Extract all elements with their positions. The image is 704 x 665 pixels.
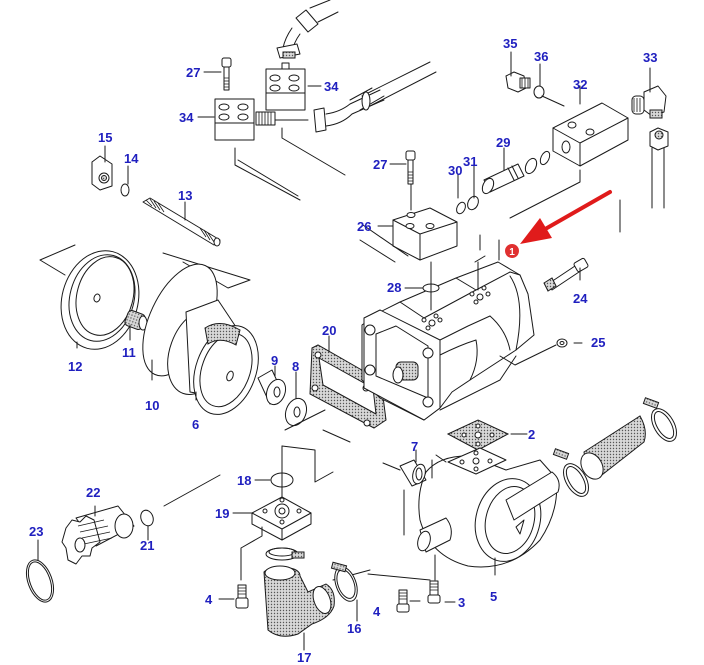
o-ring-36 xyxy=(533,85,545,99)
snap-ring-21 xyxy=(140,509,154,527)
label-part-10: 10 xyxy=(145,398,159,413)
label-part-16: 16 xyxy=(347,621,361,636)
label-part-11: 11 xyxy=(122,345,136,360)
o-ring-b xyxy=(539,150,551,166)
plug-35 xyxy=(505,71,531,93)
label-part-33: 33 xyxy=(643,50,657,65)
hose-clamp-16 xyxy=(330,561,358,602)
highlight-arrow xyxy=(520,190,612,244)
spool-29 xyxy=(481,163,525,195)
label-part-14: 14 xyxy=(124,151,139,166)
label-part-32: 32 xyxy=(573,77,587,92)
filter-element-6 xyxy=(167,299,259,415)
label-part-35: 35 xyxy=(503,36,517,51)
label-part-18: 18 xyxy=(237,473,251,488)
label-part-13: 13 xyxy=(178,188,192,203)
label-part-28: 28 xyxy=(387,280,401,295)
label-part-5: 5 xyxy=(490,589,497,604)
label-part-27-top: 27 xyxy=(186,65,200,80)
gasket-2 xyxy=(446,419,510,451)
label-part-20: 20 xyxy=(322,323,336,338)
elbow-fitting-33 xyxy=(631,85,667,119)
bolt-24 xyxy=(543,257,589,292)
leader-lines-top-right xyxy=(509,169,621,233)
label-part-3: 3 xyxy=(458,595,465,610)
label-part-17: 17 xyxy=(297,650,311,665)
label-part-9: 9 xyxy=(271,353,278,368)
plug-15 xyxy=(91,155,113,191)
leader-lines-top-left xyxy=(234,119,346,201)
washer-25 xyxy=(499,338,568,366)
leader-36 xyxy=(541,95,565,107)
bolt-4-right xyxy=(396,589,410,613)
label-part-8: 8 xyxy=(292,359,299,374)
hose-clamp-upper xyxy=(642,397,677,442)
label-part-30: 30 xyxy=(448,163,462,178)
elbow-hose-17 xyxy=(263,565,335,637)
leader-lines-bottom-mid xyxy=(240,445,334,581)
label-part-29: 29 xyxy=(496,135,510,150)
label-part-15: 15 xyxy=(98,130,112,145)
callout-badge-number: 1 xyxy=(509,247,515,258)
label-part-25: 25 xyxy=(591,335,605,350)
label-part-21: 21 xyxy=(140,538,154,553)
label-part-34-left: 34 xyxy=(179,110,194,125)
label-part-23: 23 xyxy=(29,524,43,539)
hose-nut-fitting xyxy=(313,61,437,133)
gasket-20 xyxy=(309,344,387,429)
stud-13 xyxy=(142,197,221,247)
label-leaders xyxy=(37,51,651,651)
label-part-4-left: 4 xyxy=(205,592,213,607)
pump-housing-5 xyxy=(417,447,560,568)
bolt-27-mid xyxy=(405,150,416,211)
manifold-block-34-lower xyxy=(214,98,276,141)
leader-line-gear xyxy=(163,474,221,507)
bolt-27-top xyxy=(221,57,232,91)
bolt-3 xyxy=(427,580,441,604)
label-part-26: 26 xyxy=(357,219,371,234)
cover-plate-12 xyxy=(60,250,140,350)
label-part-19: 19 xyxy=(215,506,229,521)
hose-clamp-17 xyxy=(265,547,305,561)
spacer-9 xyxy=(257,369,287,406)
label-part-27-mid: 27 xyxy=(373,157,387,172)
label-part-24: 24 xyxy=(573,291,588,306)
flange-19 xyxy=(251,496,312,541)
manifold-block-34-upper xyxy=(265,62,306,111)
leader-lines-pump xyxy=(359,224,500,311)
leader-lines-mid-left xyxy=(284,409,351,443)
hose-fitting-top xyxy=(276,0,339,59)
label-part-2: 2 xyxy=(528,427,535,442)
seal-ring-31 xyxy=(467,195,479,211)
pump-body-main xyxy=(361,261,535,421)
label-part-7: 7 xyxy=(411,439,418,454)
cover-block-26 xyxy=(392,207,458,261)
label-part-36: 36 xyxy=(534,49,548,64)
label-part-22: 22 xyxy=(86,485,100,500)
callout-badge: 1 xyxy=(505,244,519,258)
o-ring-30 xyxy=(456,201,466,215)
label-part-12: 12 xyxy=(68,359,82,374)
washer-8 xyxy=(284,397,308,427)
seal-ring-a xyxy=(524,157,538,175)
hose-clamp-lower xyxy=(552,448,589,497)
snap-ring-23 xyxy=(25,559,55,603)
label-part-4-right: 4 xyxy=(373,604,381,619)
hose-rubber-right xyxy=(580,415,646,480)
valve-block-32 xyxy=(552,102,629,167)
bolt-4-left xyxy=(235,584,249,609)
o-ring-14 xyxy=(120,183,130,197)
leader-lines-housing xyxy=(332,454,447,581)
gear-22 xyxy=(61,505,135,565)
bushing-7 xyxy=(399,459,427,487)
label-part-34-right: 34 xyxy=(324,79,339,94)
part-labels: 27 34 34 15 14 13 35 36 33 32 29 27 31 3… xyxy=(29,36,657,665)
label-part-6: 6 xyxy=(192,417,199,432)
label-part-31: 31 xyxy=(463,154,477,169)
pipe-nut xyxy=(649,127,669,209)
